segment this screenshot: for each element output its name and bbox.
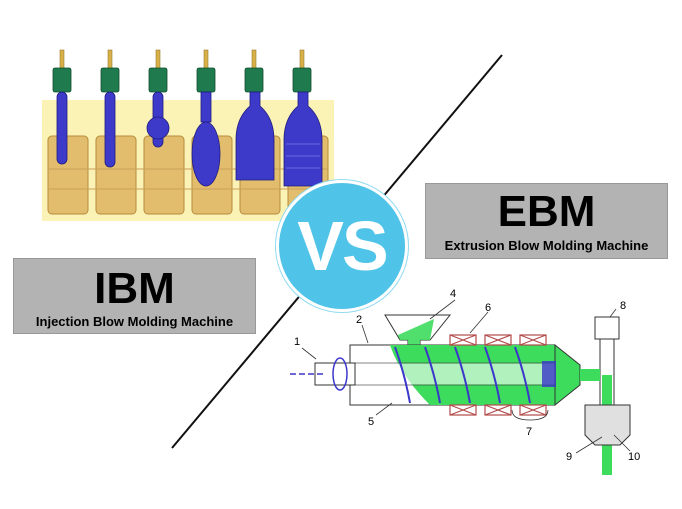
screw-flights: [394, 346, 531, 404]
label-8: 8: [620, 300, 626, 312]
label-2: 2: [356, 314, 362, 326]
vs-text: VS: [297, 207, 388, 285]
label-9: 9: [566, 451, 572, 463]
ibm-subtitle: Injection Blow Molding Machine: [35, 314, 234, 329]
extruder-schematic: 1 2 4 5 6 7 8 9 10: [290, 288, 640, 475]
label-6: 6: [485, 302, 491, 314]
ibm-mold-illustration: [42, 49, 334, 221]
ebm-subtitle: Extrusion Blow Molding Machine: [444, 238, 649, 253]
ibm-title: IBM: [94, 264, 175, 313]
label-4: 4: [450, 288, 456, 300]
heaters: [449, 334, 547, 416]
label-5: 5: [368, 416, 374, 428]
ebm-label-box: EBM Extrusion Blow Molding Machine: [425, 183, 668, 259]
label-1: 1: [294, 336, 300, 348]
ibm-label-box: IBM Injection Blow Molding Machine: [13, 258, 256, 334]
label-10: 10: [628, 451, 640, 463]
ebm-title: EBM: [497, 187, 596, 236]
vs-badge: VS: [276, 180, 408, 312]
label-7: 7: [526, 426, 532, 438]
